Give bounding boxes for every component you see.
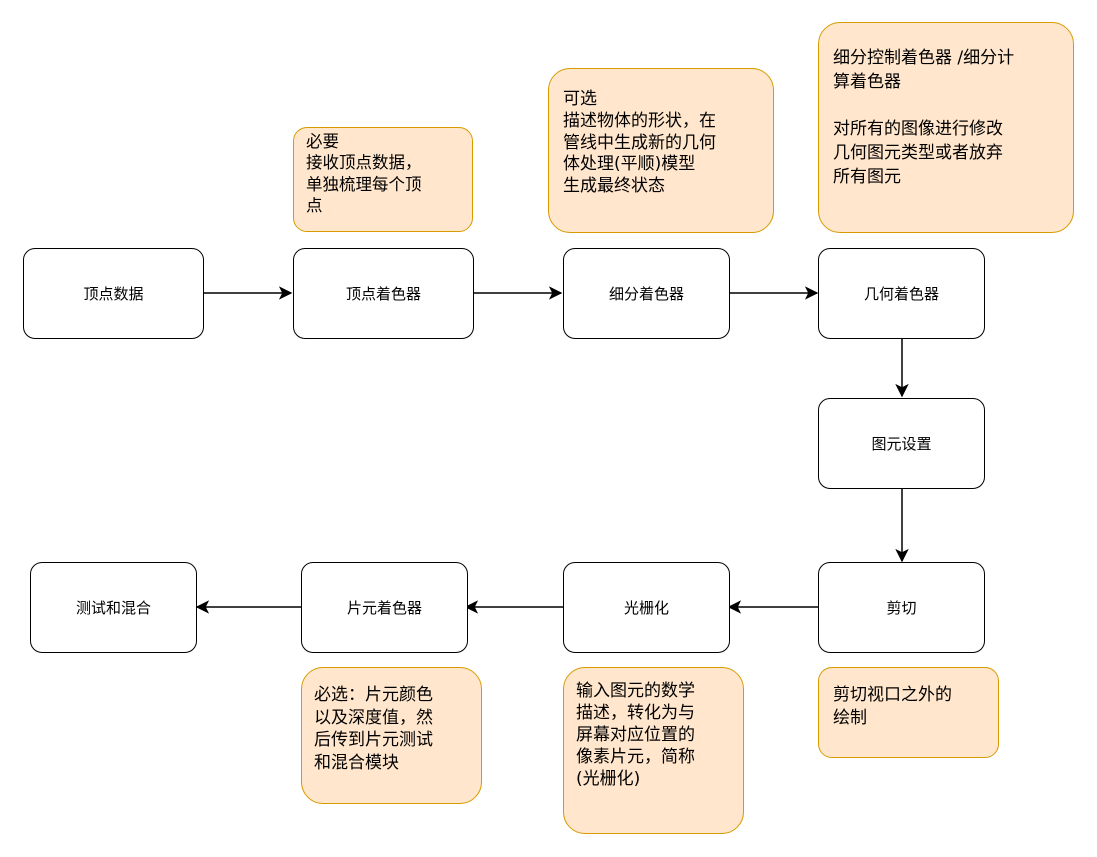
node-test-and-blend: 测试和混合 <box>30 562 197 653</box>
node-rasterization-label: 光栅化 <box>623 599 669 617</box>
node-clipping-label: 剪切 <box>886 599 917 617</box>
node-primitive-setup: 图元设置 <box>818 398 985 489</box>
node-tessellation-shader-label: 细分着色器 <box>608 285 684 303</box>
node-tessellation-shader: 细分着色器 <box>563 248 730 339</box>
node-vertex-data-label: 顶点数据 <box>83 285 144 303</box>
note-tessellation-shader: 可选 描述物体的形状，在 管线中生成新的几何 体处理(平顺)模型 生成最终状态 <box>548 68 774 233</box>
node-primitive-setup-label: 图元设置 <box>871 435 932 453</box>
note-vertex-shader: 必要 接收顶点数据， 单独梳理每个顶 点 <box>293 127 473 232</box>
node-rasterization: 光栅化 <box>563 562 730 653</box>
node-clipping: 剪切 <box>818 562 985 653</box>
note-geometry-shader: 细分控制着色器 /细分计 算着色器 对所有的图像进行修改 几何图元类型或者放弃 … <box>818 22 1074 233</box>
note-rasterization: 输入图元的数学 描述，转化为与 屏幕对应位置的 像素片元，简称 (光栅化) <box>563 667 744 834</box>
note-fragment-shader: 必选：片元颜色 以及深度值，然 后传到片元测试 和混合模块 <box>301 667 482 804</box>
node-geometry-shader-label: 几何着色器 <box>863 285 939 303</box>
node-vertex-shader: 顶点着色器 <box>293 248 474 339</box>
node-fragment-shader-label: 片元着色器 <box>346 599 422 617</box>
node-vertex-data: 顶点数据 <box>23 248 204 339</box>
node-fragment-shader: 片元着色器 <box>301 562 468 653</box>
node-test-and-blend-label: 测试和混合 <box>75 599 151 617</box>
node-geometry-shader: 几何着色器 <box>818 248 985 339</box>
node-vertex-shader-label: 顶点着色器 <box>345 285 421 303</box>
note-clipping: 剪切视口之外的 绘制 <box>818 667 999 758</box>
